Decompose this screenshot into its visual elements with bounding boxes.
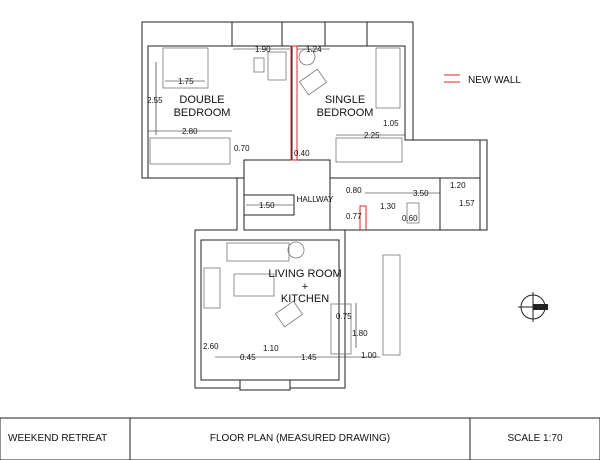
dim: 2.60 <box>203 342 219 351</box>
living-room-label: LIVING ROOM <box>268 268 341 280</box>
wardrobe <box>335 137 403 163</box>
dim: 1.10 <box>263 344 279 353</box>
dimension-labels: 1.90 1.24 1.75 2.55 1.05 2.80 2.25 0.70 … <box>147 45 475 362</box>
single-bed <box>375 47 401 109</box>
dim: 0.70 <box>234 144 250 153</box>
sofa-side <box>203 267 221 309</box>
double-bedroom-label-2: BEDROOM <box>174 107 231 119</box>
dim: 0.40 <box>294 149 310 158</box>
dim: 1.45 <box>301 353 317 362</box>
dim: 1.20 <box>450 181 466 190</box>
dim: 1.80 <box>352 329 368 338</box>
new-wall-legend-label: NEW WALL <box>468 75 521 86</box>
drawing-title: FLOOR PLAN (MEASURED DRAWING) <box>210 433 390 444</box>
title-block: WEEKEND RETREAT FLOOR PLAN (MEASURED DRA… <box>0 417 600 460</box>
dim: 1.50 <box>259 201 275 210</box>
dim: 0.77 <box>346 212 362 221</box>
project-name: WEEKEND RETREAT <box>8 433 107 444</box>
dim: 1.30 <box>380 202 396 211</box>
furniture <box>149 47 420 356</box>
dim: 2.80 <box>182 127 198 136</box>
dimension-lines <box>148 48 440 358</box>
dim: 1.90 <box>255 45 271 54</box>
dim: 0.45 <box>240 353 256 362</box>
dim: 0.60 <box>402 214 418 223</box>
scale-label: SCALE 1:70 <box>507 433 562 444</box>
dim: 0.80 <box>346 186 362 195</box>
walls <box>141 21 488 391</box>
wardrobe <box>149 137 231 165</box>
double-bedroom-label-1: DOUBLE <box>179 94 224 106</box>
dim: 2.55 <box>147 96 163 105</box>
dim: 3.50 <box>413 189 429 198</box>
kitchen-counter <box>382 254 401 356</box>
armchair <box>274 300 304 328</box>
hallway-label: HALLWAY <box>297 195 334 204</box>
dim: 2.25 <box>364 131 380 140</box>
desk <box>267 51 287 81</box>
double-bed <box>162 47 209 89</box>
dim: 1.24 <box>306 45 322 54</box>
chair <box>253 57 265 73</box>
dim: 1.05 <box>383 119 399 128</box>
single-bedroom-label-1: SINGLE <box>325 94 365 106</box>
kitchen-label: KITCHEN <box>281 293 329 305</box>
single-bedroom-label-2: BEDROOM <box>317 107 374 119</box>
dining-table <box>330 303 352 355</box>
dim: 1.57 <box>459 199 475 208</box>
legend: NEW WALL <box>444 74 521 86</box>
new-wall-swatch <box>444 74 460 83</box>
armchair <box>298 68 328 96</box>
dim: 1.75 <box>178 77 194 86</box>
dim: 1.00 <box>361 351 377 360</box>
dim: 0.75 <box>336 312 352 321</box>
toilet <box>406 202 420 224</box>
sofa <box>226 242 290 262</box>
new-wall <box>290 45 367 230</box>
coffee-table <box>233 273 275 297</box>
plus-label: + <box>302 281 308 293</box>
north-arrow-icon <box>518 292 548 322</box>
